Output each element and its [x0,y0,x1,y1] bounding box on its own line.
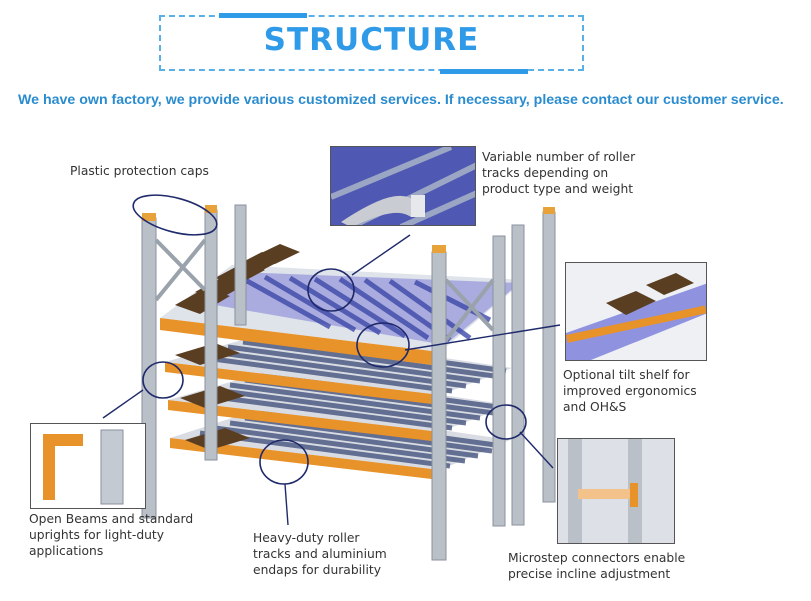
inset-tilt-shelf [565,262,707,361]
callout-line: precise incline adjustment [508,567,671,581]
callout-line: Plastic protection caps [70,164,209,178]
page-subtitle: We have own factory, we provide various … [18,92,784,108]
callout-line: applications [29,544,104,558]
callout-connectors [102,234,561,526]
title-accent-bar-top [219,13,307,18]
page-title: STRUCTURE [263,22,480,58]
callout-line: product type and weight [482,182,634,196]
callout-line: Variable number of roller [482,150,636,164]
title-frame [159,15,584,71]
callout-line: Microstep connectors enable [508,551,686,565]
callout-roller-tracks: Variable number of roller tracks dependi… [482,149,635,197]
highlight-circles [132,194,527,485]
callout-heavy-duty-tracks: Heavy-duty roller tracks and aluminium e… [253,530,387,578]
protection-caps [142,205,555,253]
callout-line: uprights for light-duty [29,528,165,542]
callout-line: endaps for durability [253,563,381,577]
inset-open-beams [30,423,146,509]
callout-open-beams: Open Beams and standard uprights for lig… [29,511,193,559]
title-accent-bar-bottom [440,69,528,74]
callout-line: tracks and aluminium [253,547,387,561]
inset-roller-tracks [330,146,476,226]
callout-line: tracks depending on [482,166,609,180]
inset-microstep-connectors [557,438,675,544]
callout-protection-caps: Plastic protection caps [70,163,209,179]
callout-line: Optional tilt shelf for [563,368,690,382]
callout-microstep-connectors: Microstep connectors enable precise incl… [508,550,685,582]
callout-line: Open Beams and standard [29,512,194,526]
callout-line: improved ergonomics [563,384,697,398]
callout-line: Heavy-duty roller [253,531,360,545]
callout-tilt-shelf: Optional tilt shelf for improved ergonom… [563,367,697,415]
callout-line: and OH&S [563,400,627,414]
